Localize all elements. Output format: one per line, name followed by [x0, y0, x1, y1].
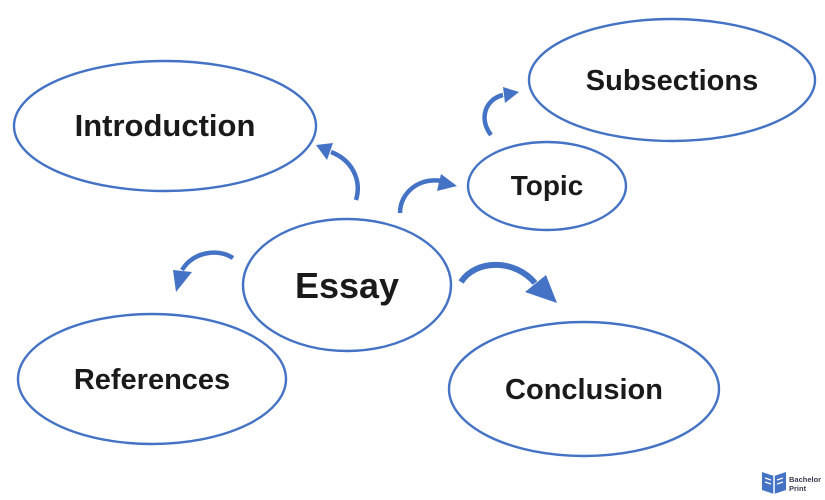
essay-label: Essay	[295, 265, 399, 306]
introduction-label: Introduction	[75, 108, 256, 143]
logo-line2: Print	[789, 484, 807, 493]
node-topic: Topic	[466, 140, 628, 232]
arrow-essay-to-references	[173, 250, 235, 292]
subsections-ellipse	[527, 17, 817, 143]
logo-line1: Bachelor	[789, 475, 821, 484]
conclusion-label: Conclusion	[505, 374, 663, 406]
arrow-essay-to-topic	[397, 174, 457, 214]
topic-ellipse	[466, 140, 628, 232]
references-label: References	[74, 364, 230, 396]
node-essay: Essay	[241, 217, 453, 353]
node-conclusion: Conclusion	[447, 320, 721, 458]
node-references: References	[16, 312, 288, 446]
essay-ellipse	[241, 217, 453, 353]
topic-label: Topic	[511, 170, 584, 201]
node-subsections: Subsections	[527, 17, 817, 143]
arrow-essay-to-introduction	[316, 143, 360, 201]
bachelorprint-logo: Bachelor Print	[762, 472, 821, 494]
node-introduction: Introduction	[12, 59, 318, 193]
introduction-ellipse	[12, 59, 318, 193]
references-ellipse	[16, 312, 288, 446]
arrow-essay-to-conclusion	[458, 261, 557, 303]
book-logo-icon	[762, 472, 786, 494]
subsections-label: Subsections	[586, 65, 758, 97]
conclusion-ellipse	[447, 320, 721, 458]
arrow-topic-to-subsections	[482, 87, 519, 137]
